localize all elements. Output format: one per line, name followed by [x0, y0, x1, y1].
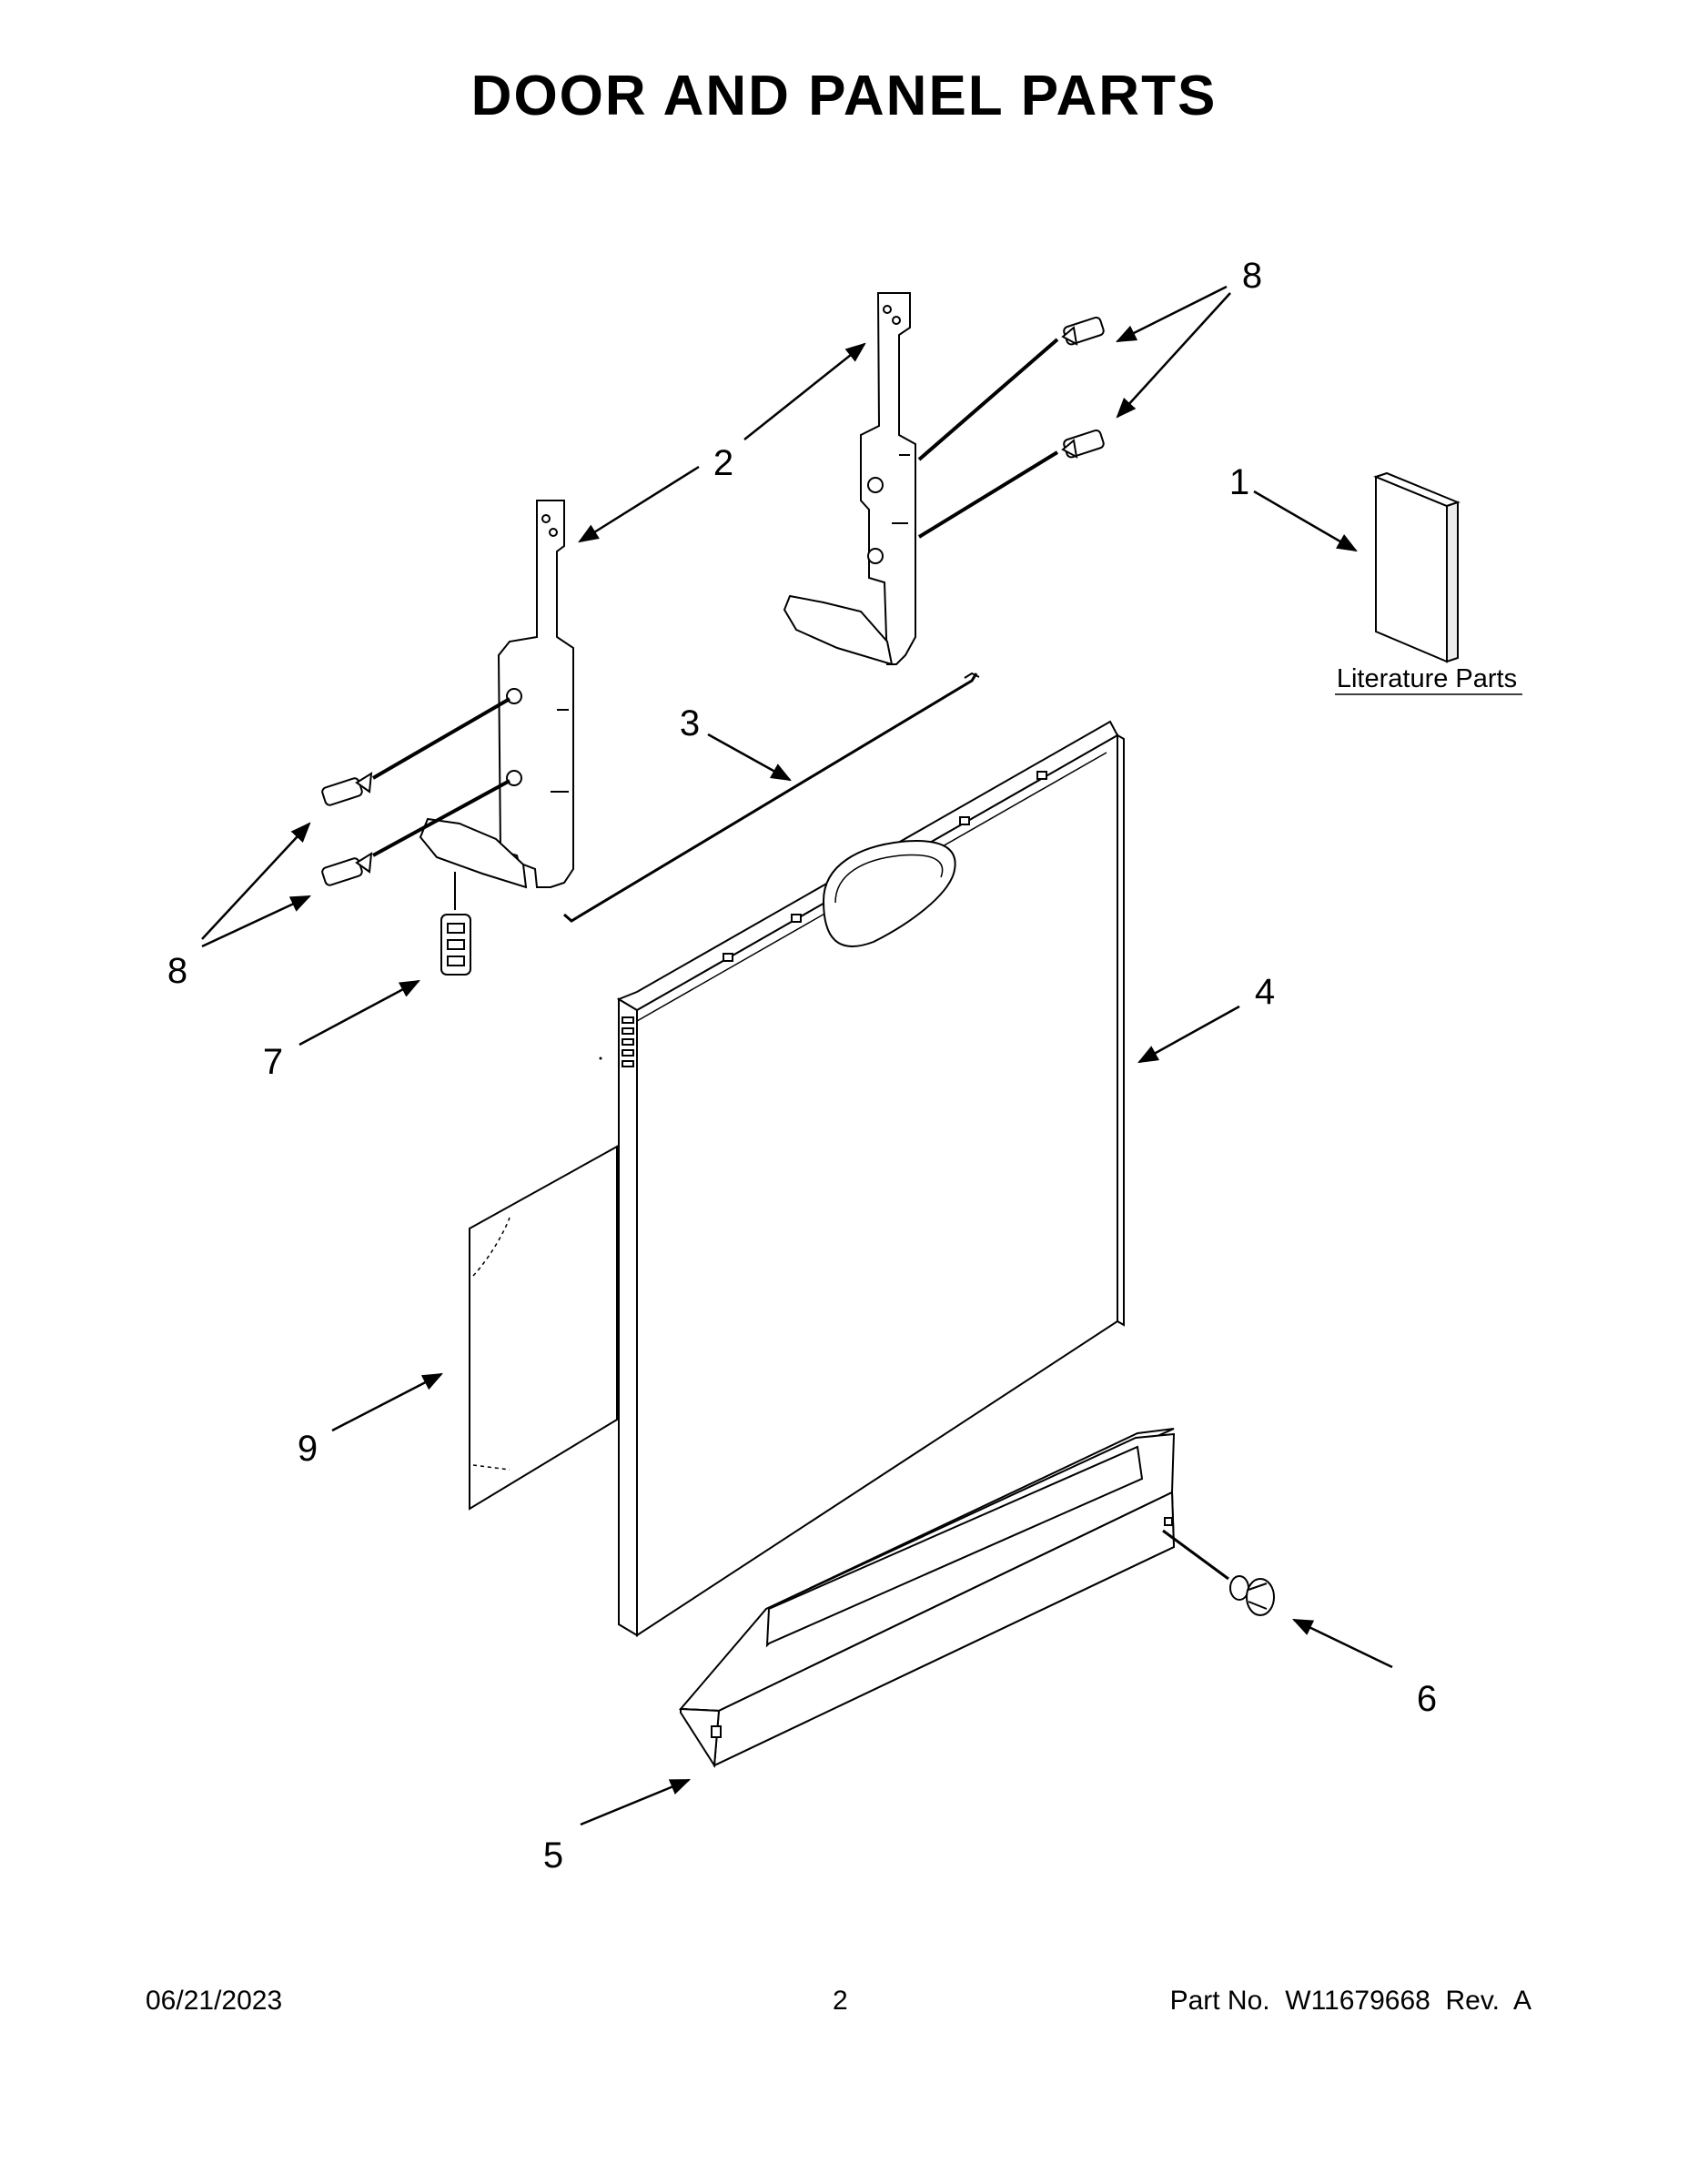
toe-panel-bumper	[1229, 1575, 1275, 1616]
arrow-8-top-b	[1116, 292, 1231, 419]
hinge-screw-left-2	[321, 852, 373, 886]
arrow-8-left-b	[201, 895, 312, 948]
callout-2: 2	[713, 443, 733, 483]
callout-7: 7	[263, 1042, 283, 1082]
callout-8-left: 8	[167, 951, 187, 991]
door-rod-hook	[964, 672, 980, 679]
arrow-4	[1137, 1005, 1240, 1064]
panel-mark-dot	[599, 1057, 602, 1060]
door-clip	[440, 914, 471, 976]
callout-9: 9	[298, 1429, 318, 1469]
arrow-3	[707, 733, 792, 782]
arrow-8-left-a	[201, 822, 311, 940]
screw-axis-line	[372, 779, 510, 857]
literature-booklet	[1373, 471, 1461, 663]
callout-5: 5	[543, 1835, 563, 1876]
screw-axis-line	[917, 338, 1059, 461]
arrow-8-top-a	[1115, 285, 1228, 343]
toe-panel	[678, 1428, 1176, 1769]
door-panel	[616, 720, 1125, 1637]
page-title: DOOR AND PANEL PARTS	[470, 65, 1218, 127]
arrow-2-a	[743, 342, 866, 440]
hinge-screw-left-1	[321, 772, 373, 806]
arrow-2-b	[578, 465, 700, 543]
arrow-7	[298, 979, 420, 1046]
callout-4: 4	[1255, 972, 1275, 1012]
callout-3: 3	[680, 703, 700, 743]
literature-parts-label: Literature Parts	[1337, 664, 1517, 693]
footer-date: 06/21/2023	[146, 1986, 283, 2016]
hinge-bracket-left	[419, 500, 574, 889]
insulation-panel	[469, 1145, 618, 1511]
bumper-axis-line	[1162, 1529, 1229, 1581]
callout-6: 6	[1417, 1679, 1437, 1719]
door-rod	[563, 672, 978, 923]
hinge-screw-upper-1	[1061, 316, 1105, 346]
footer-page-number: 2	[833, 1986, 848, 2016]
arrow-6	[1291, 1618, 1393, 1669]
callout-1: 1	[1229, 462, 1249, 502]
arrow-1	[1253, 490, 1358, 552]
arrow-5	[580, 1778, 692, 1826]
hinge-bracket-right	[783, 292, 916, 666]
callout-8-top: 8	[1242, 256, 1262, 296]
footer-part-number: Part No. W11679668 Rev. A	[1169, 1986, 1531, 2016]
callout-arrows	[201, 285, 1393, 1826]
screw-axis-line	[371, 697, 511, 780]
hinge-screw-upper-2	[1061, 429, 1105, 459]
arrow-9	[331, 1372, 443, 1432]
screw-axis-line	[917, 450, 1059, 539]
